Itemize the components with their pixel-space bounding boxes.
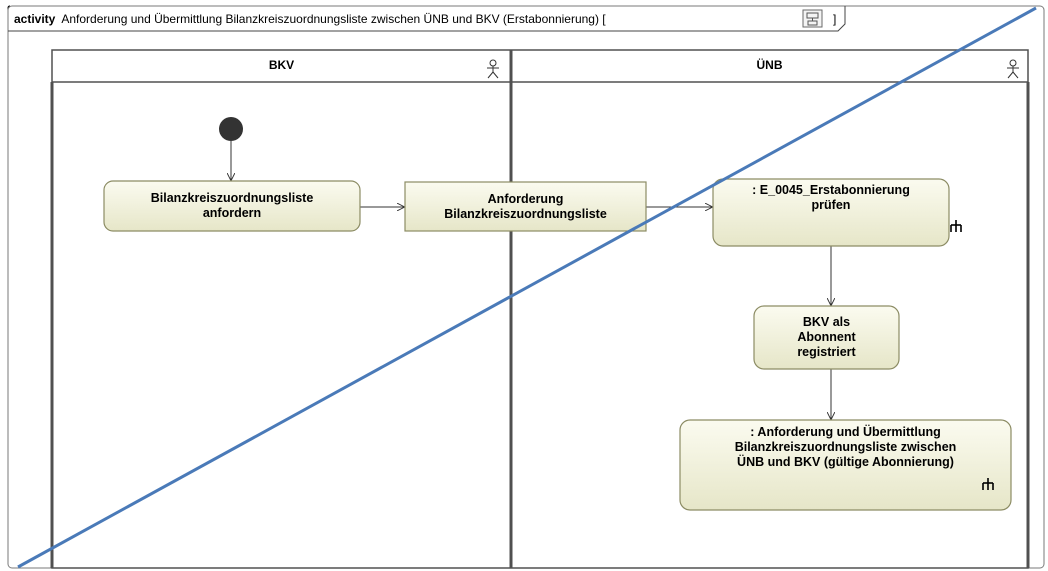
call-action-check[interactable] xyxy=(712,178,950,247)
frame-title-tab xyxy=(8,6,846,32)
action-registered[interactable] xyxy=(753,305,900,370)
initial-node[interactable] xyxy=(219,117,243,141)
frame-title: activity Anforderung und Übermittlung Bil… xyxy=(14,12,606,26)
diagram-icon[interactable] xyxy=(802,9,823,28)
frame-title-text: Anforderung und Übermittlung Bilanzkreis… xyxy=(61,12,606,26)
call-behavior-icon xyxy=(982,478,994,490)
action-request-list[interactable] xyxy=(103,180,361,232)
call-action-transfer[interactable] xyxy=(679,419,1012,511)
lane-label-unb: ÜNB xyxy=(756,58,783,72)
frame-keyword: activity xyxy=(14,12,56,26)
actor-icon xyxy=(1007,59,1019,79)
lane-label-bkv: BKV xyxy=(268,58,295,72)
actor-icon xyxy=(487,59,499,79)
strike-through-line xyxy=(17,6,1037,569)
object-node-request[interactable] xyxy=(404,181,647,232)
call-behavior-icon xyxy=(950,220,962,232)
frame-title-suffix: ] xyxy=(833,12,837,26)
